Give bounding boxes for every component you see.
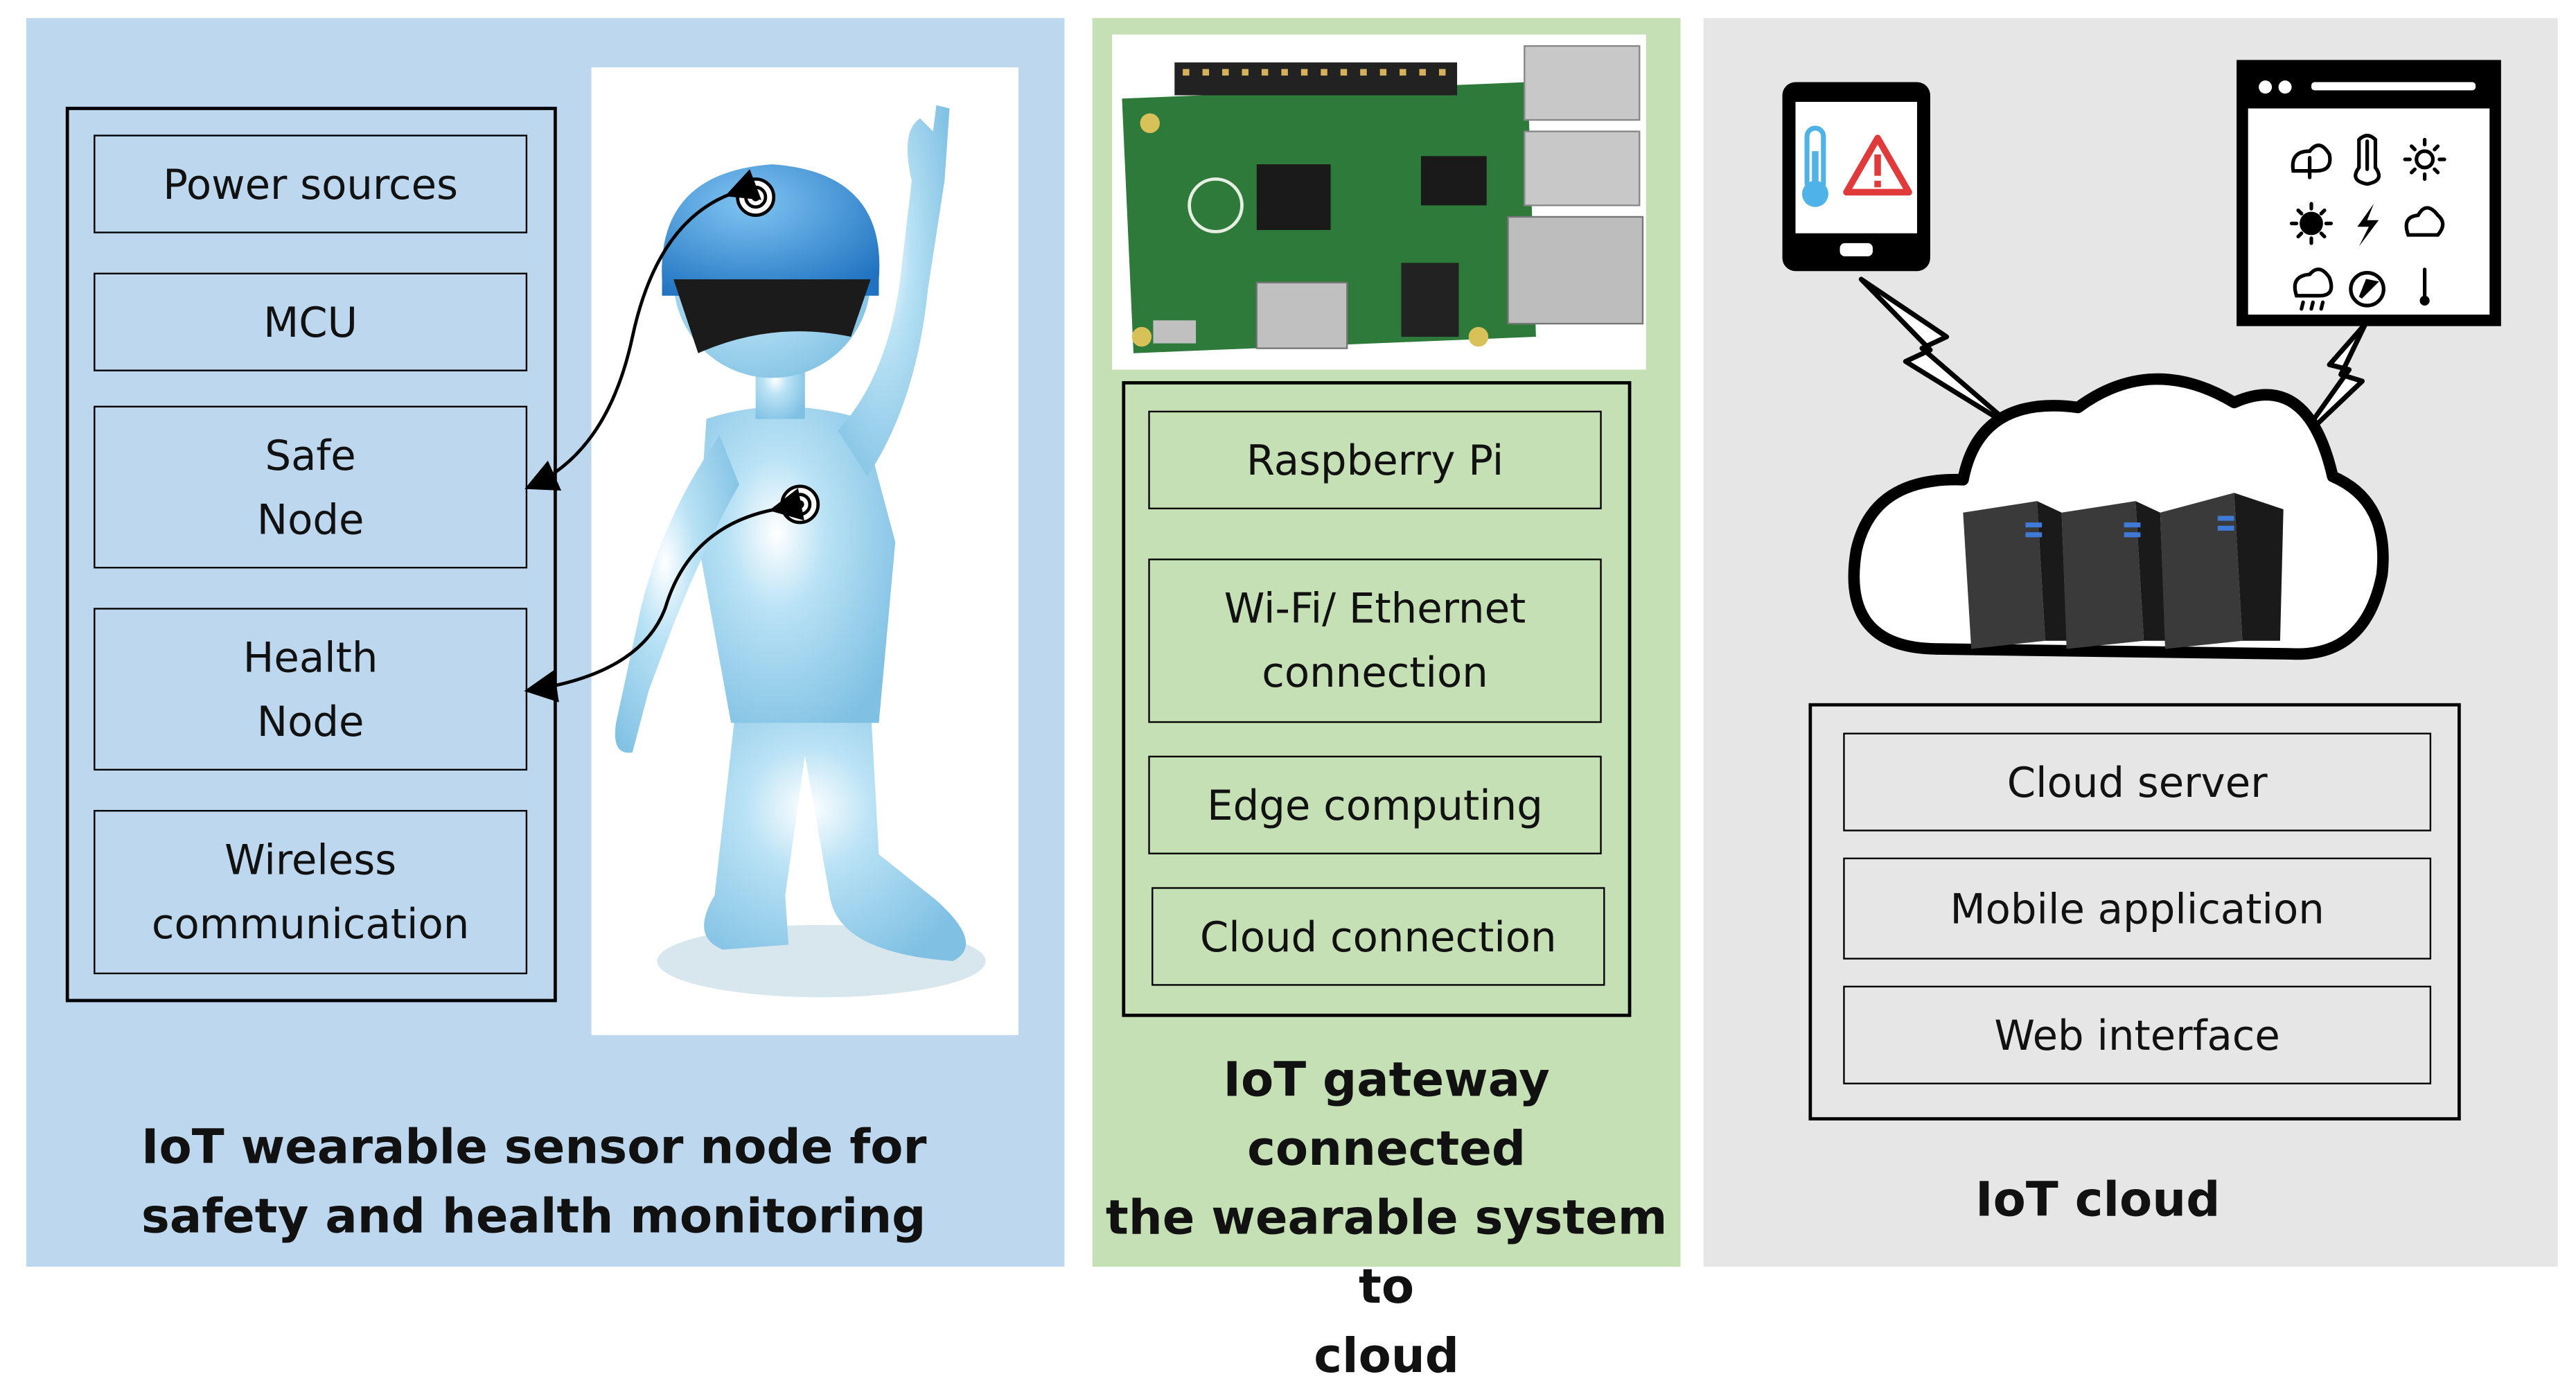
web-dashboard-window-icon bbox=[2237, 60, 2501, 326]
gateway-item-cloud-connection: Cloud connection bbox=[1152, 887, 1605, 986]
cloud-illustration bbox=[1782, 60, 2501, 660]
pi-usb-port-bottom bbox=[1524, 130, 1641, 206]
raspberry-pi-board-illustration bbox=[1122, 45, 1644, 353]
wearable-item-mcu: MCU bbox=[94, 272, 528, 371]
gateway-item-raspberry-pi: Raspberry Pi bbox=[1148, 410, 1602, 510]
cloud-item-mobile-application: Mobile application bbox=[1843, 857, 2432, 960]
pi-micro-usb bbox=[1153, 320, 1197, 344]
cloud-components-box bbox=[1808, 703, 2461, 1121]
cloud-item-cloud-server: Cloud server bbox=[1843, 732, 2432, 832]
pi-usb-chip bbox=[1420, 156, 1487, 206]
pi-ethernet-port bbox=[1507, 215, 1644, 325]
pi-logo bbox=[1188, 177, 1244, 234]
wearable-components-box bbox=[65, 107, 557, 1003]
warning-icon bbox=[1843, 134, 1912, 196]
wearable-item-safe-node: Safe Node bbox=[94, 405, 528, 569]
gateway-caption: IoT gateway connected the wearable syste… bbox=[1105, 1051, 1668, 1384]
weather-rain-cloud-icon bbox=[2293, 267, 2334, 311]
wearable-item-wireless-communication: Wireless communication bbox=[94, 809, 528, 975]
wearable-figure-illustration bbox=[524, 105, 986, 998]
wearable-item-health-node: Health Node bbox=[94, 608, 528, 771]
server-rack-icon bbox=[1963, 493, 2284, 649]
wearable-item-power-sources: Power sources bbox=[94, 134, 528, 234]
pi-audio-jack bbox=[1401, 263, 1459, 337]
health-node-arrow bbox=[524, 488, 804, 703]
figure-raised-arm bbox=[838, 105, 950, 477]
cloud-item-web-interface: Web interface bbox=[1843, 985, 2432, 1084]
weather-sun-icon bbox=[2403, 137, 2446, 182]
weather-cloud-upload-icon bbox=[2291, 143, 2332, 179]
thermometer-icon bbox=[1801, 125, 1828, 207]
figure-legs bbox=[704, 706, 967, 962]
weather-thermometer-icon bbox=[2354, 134, 2381, 186]
weather-cloud-icon bbox=[2404, 206, 2445, 237]
lightning-flash-icon bbox=[2357, 204, 2379, 247]
safe-node-arrow bbox=[524, 169, 761, 491]
wearable-caption: IoT wearable sensor node for safety and … bbox=[141, 1118, 927, 1244]
pi-soc-chip bbox=[1256, 164, 1331, 230]
weather-sun-bold-icon bbox=[2289, 202, 2334, 245]
gateway-item-wifi-ethernet: Wi-Fi/ Ethernet connection bbox=[1148, 558, 1602, 723]
pi-usb-port-top bbox=[1524, 45, 1641, 121]
pi-hdmi-port bbox=[1255, 281, 1348, 349]
weather-compass-icon bbox=[2349, 270, 2385, 308]
lightning-bolt-phone-icon bbox=[1858, 276, 2020, 433]
pi-gpio-header bbox=[1174, 62, 1458, 96]
gateway-components-box bbox=[1122, 381, 1632, 1017]
gateway-item-edge-computing: Edge computing bbox=[1148, 755, 1602, 854]
cloud-caption: IoT cloud bbox=[1975, 1171, 2221, 1228]
